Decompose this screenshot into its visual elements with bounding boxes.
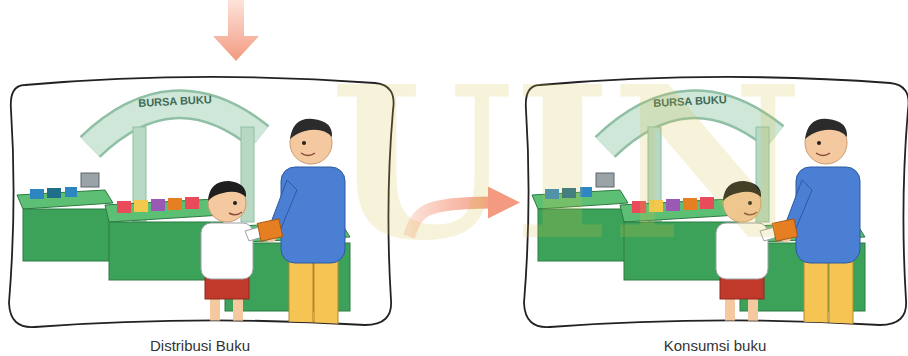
panel-caption: Konsumsi buku bbox=[520, 337, 908, 354]
incoming-arrow bbox=[213, 0, 259, 61]
panel-caption: Distribusi Buku bbox=[5, 337, 395, 354]
watermark: UIN bbox=[330, 40, 803, 287]
